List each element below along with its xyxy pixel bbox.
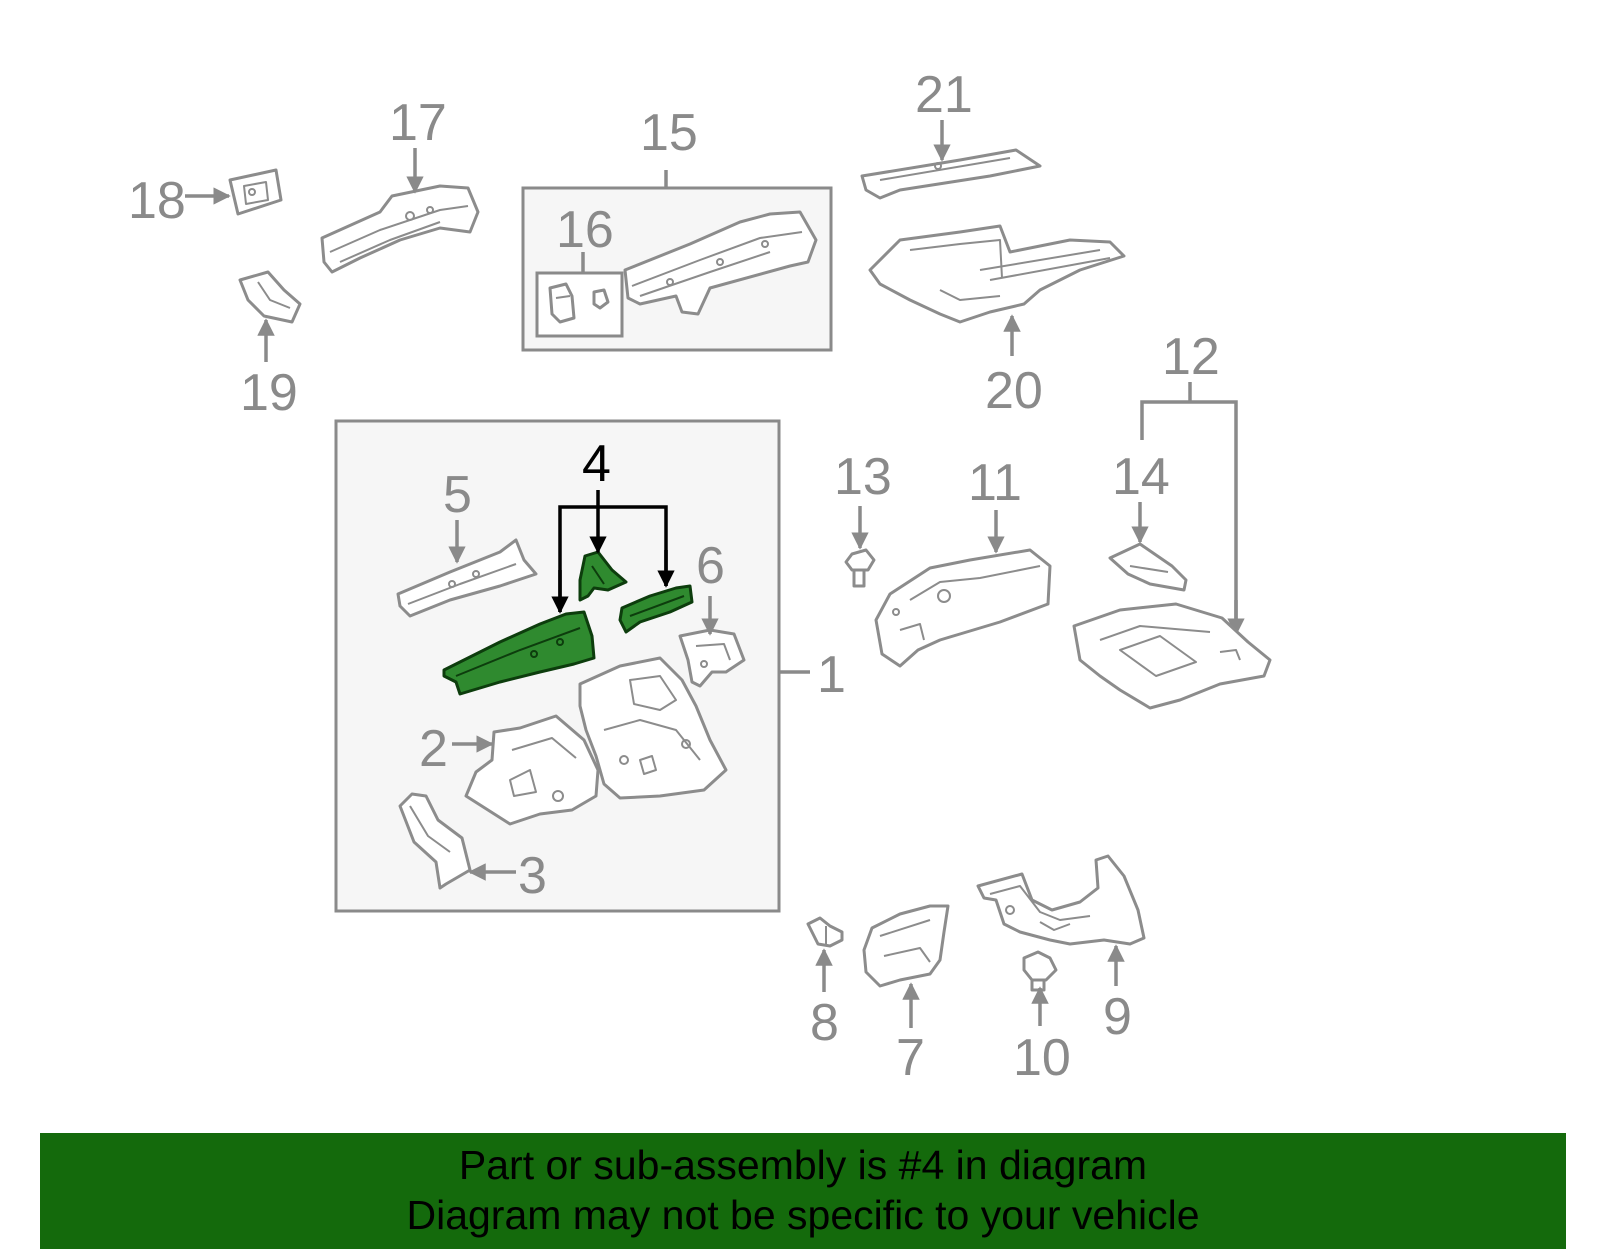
callout-8[interactable]: 8 — [810, 994, 839, 1052]
callout-12-bracket-lines — [1140, 400, 1238, 632]
callout-11[interactable]: 11 — [968, 454, 1022, 512]
part-11-reinforcement[interactable] — [874, 548, 1052, 668]
parts-diagram: 18 19 17 15 16 21 — [128, 66, 1272, 1087]
banner-line-1: Part or sub-assembly is #4 in diagram — [458, 1142, 1148, 1188]
callout-1[interactable]: 1 — [817, 646, 846, 704]
callout-10[interactable]: 10 — [1013, 1029, 1071, 1087]
part-16-brackets[interactable] — [548, 282, 610, 324]
callout-2[interactable]: 2 — [419, 720, 448, 778]
part-9-bracket[interactable] — [976, 854, 1146, 946]
callout-6[interactable]: 6 — [696, 537, 725, 595]
callout-17[interactable]: 17 — [389, 94, 447, 152]
part-4-highlighted-rail[interactable] — [442, 610, 596, 696]
callout-4[interactable]: 4 — [582, 435, 611, 493]
callout-18[interactable]: 18 — [128, 172, 186, 230]
callout-19[interactable]: 19 — [240, 364, 298, 422]
callout-5[interactable]: 5 — [443, 466, 472, 524]
part-10-bolt[interactable] — [1022, 950, 1058, 992]
part-18-bracket[interactable] — [228, 168, 283, 216]
callout-3[interactable]: 3 — [518, 847, 547, 905]
disclaimer-banner: Part or sub-assembly is #4 in diagram Di… — [40, 1133, 1566, 1249]
callout-13[interactable]: 13 — [834, 448, 892, 506]
banner-line-2: Diagram may not be specific to your vehi… — [406, 1192, 1200, 1238]
part-19-bracket[interactable] — [238, 270, 302, 324]
callout-20[interactable]: 20 — [985, 362, 1043, 420]
part-4-highlighted-bracket-center[interactable] — [578, 550, 628, 602]
part-5-rail[interactable] — [396, 538, 538, 618]
part-17-side-rail[interactable] — [320, 184, 480, 274]
part-1-main-apron[interactable] — [578, 656, 728, 800]
part-4-highlighted-bracket-right[interactable] — [618, 584, 694, 634]
part-12-floor-panel[interactable] — [1072, 602, 1272, 710]
part-8-clip[interactable] — [806, 916, 844, 948]
part-14-cover[interactable] — [1108, 542, 1188, 592]
callout-14[interactable]: 14 — [1112, 448, 1170, 506]
part-20-floor-structure[interactable] — [868, 224, 1126, 324]
part-7-bracket[interactable] — [862, 904, 950, 988]
part-13-bolt[interactable] — [844, 548, 876, 588]
assembly-16-inner-box — [535, 271, 624, 338]
callout-16[interactable]: 16 — [556, 201, 614, 259]
callout-21[interactable]: 21 — [915, 66, 973, 124]
callout-15[interactable]: 15 — [640, 104, 698, 162]
part-2-apron-panel[interactable] — [464, 714, 600, 826]
part-6-bracket[interactable] — [678, 628, 746, 688]
part-21-panel[interactable] — [860, 148, 1042, 200]
part-15-frame-rail[interactable] — [623, 210, 818, 316]
callout-7[interactable]: 7 — [896, 1029, 925, 1087]
callout-4-bracket-lines — [558, 505, 668, 612]
callout-9[interactable]: 9 — [1103, 988, 1132, 1046]
callout-12[interactable]: 12 — [1162, 328, 1220, 386]
